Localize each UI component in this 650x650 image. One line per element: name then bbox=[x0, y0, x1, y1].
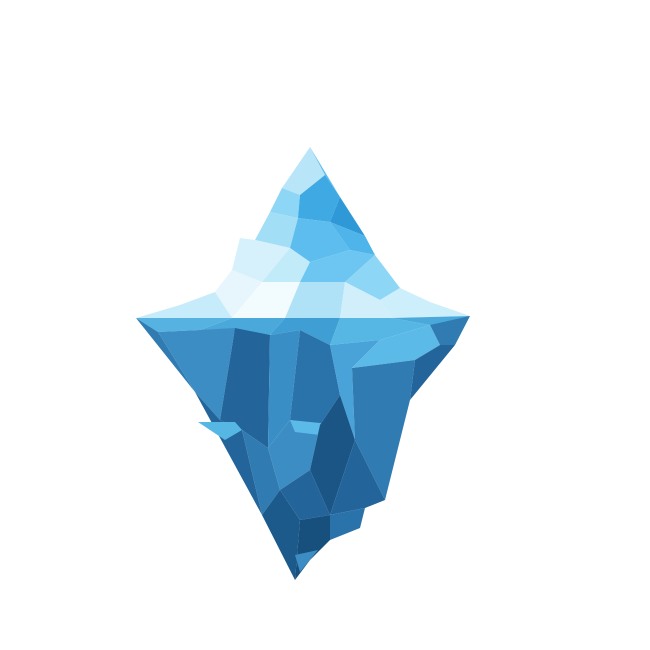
tip-facet bbox=[255, 212, 298, 248]
under-facet bbox=[295, 550, 318, 572]
under-facet bbox=[330, 508, 365, 540]
under-facet bbox=[268, 330, 300, 448]
under-facet bbox=[220, 328, 270, 448]
under-facet bbox=[242, 430, 280, 515]
tip-facet bbox=[136, 292, 232, 318]
tip-facet bbox=[330, 222, 375, 255]
rim-facet bbox=[136, 318, 232, 332]
under-facet bbox=[430, 316, 470, 345]
tip-facet bbox=[262, 248, 310, 282]
tip-facet bbox=[285, 282, 345, 318]
tip-facet bbox=[282, 147, 325, 195]
under-facet bbox=[136, 318, 195, 392]
tip-facet bbox=[380, 288, 470, 318]
tip-facet bbox=[270, 188, 300, 218]
tip-facet bbox=[300, 250, 375, 282]
under-facet bbox=[290, 330, 340, 425]
rim-facet bbox=[330, 318, 430, 345]
under-facet bbox=[352, 325, 440, 368]
under-facet bbox=[280, 470, 330, 520]
tip-facet bbox=[340, 282, 392, 318]
under-facet bbox=[198, 422, 242, 440]
under-facet bbox=[330, 440, 385, 515]
under-facet bbox=[410, 345, 455, 400]
tip-facet bbox=[310, 147, 340, 197]
under-facet bbox=[158, 328, 235, 420]
tip-facet bbox=[298, 175, 340, 222]
iceberg-underwater bbox=[136, 316, 470, 580]
under-facet bbox=[268, 420, 320, 490]
under-facet bbox=[352, 360, 415, 500]
tip-facet bbox=[215, 270, 262, 318]
under-facet bbox=[330, 340, 380, 440]
tip-facet bbox=[232, 238, 290, 282]
tip-facet bbox=[232, 282, 300, 318]
tip-facet bbox=[330, 197, 365, 236]
under-facet bbox=[262, 490, 300, 580]
under-facet bbox=[310, 395, 355, 515]
tip-facet bbox=[345, 255, 400, 300]
rim-facet bbox=[270, 318, 340, 345]
iceberg-tip bbox=[136, 147, 470, 318]
